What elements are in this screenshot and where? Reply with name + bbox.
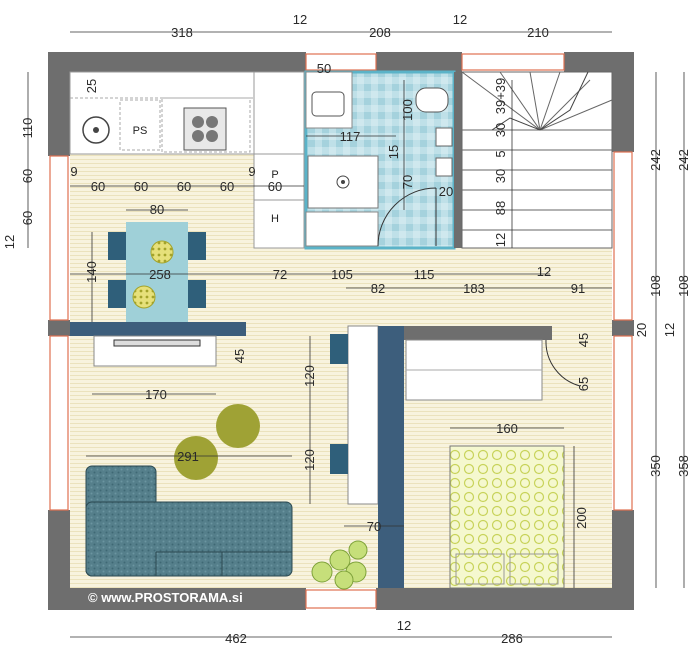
dim-cab-6: 9 — [248, 164, 255, 179]
dim-top-4: 12 — [453, 12, 467, 27]
dim-living-width: 170 — [145, 387, 167, 402]
dim-stairs-2: 5 — [493, 150, 508, 157]
dim-top-2: 12 — [293, 12, 307, 27]
dining-set — [108, 222, 206, 322]
dim-right-in-3: 20 — [634, 323, 649, 337]
dim-bottom-2: 12 — [397, 618, 411, 633]
dim-mid-5: 12 — [537, 264, 551, 279]
dim-desk-depth: 70 — [367, 519, 381, 534]
copyright: © www.PROSTORAMA.si — [88, 590, 243, 605]
dim-cab-2: 60 — [91, 179, 105, 194]
dim-bottom-3: 286 — [501, 631, 523, 646]
dim-desk-1: 120 — [302, 365, 317, 387]
bathroom — [304, 70, 462, 250]
staircase — [461, 71, 613, 249]
dim-mid-1: 258 — [149, 267, 171, 282]
dim-bath-door: 20 — [439, 184, 453, 199]
dim-mid-3: 105 — [331, 267, 353, 282]
dim-bed-length: 200 — [574, 507, 589, 529]
dim-right-in-4: 12 — [662, 323, 677, 337]
dim-bath-v3: 70 — [400, 175, 415, 189]
toilet-icon — [415, 87, 449, 113]
dim-kitchen-top: 25 — [84, 79, 99, 93]
dim-bath-v2: 15 — [386, 145, 401, 159]
tv-icon — [113, 339, 201, 347]
dim-right-out-3: 358 — [676, 455, 691, 477]
dim-bath-v1: 100 — [400, 99, 415, 121]
dim-cab-4: 60 — [177, 179, 191, 194]
dim-top-3: 208 — [369, 25, 391, 40]
dim-desk-2: 120 — [302, 449, 317, 471]
dim-wardrobe-1: 45 — [576, 333, 591, 347]
dim-mid-b2: 183 — [463, 281, 485, 296]
tv-wall — [70, 322, 246, 336]
outer-walls — [48, 52, 634, 610]
label-p: P — [271, 169, 278, 181]
dim-cab-3: 60 — [134, 179, 148, 194]
dim-left-2: 60 — [20, 169, 35, 183]
dim-right-out-2: 108 — [676, 275, 691, 297]
dim-top-5: 210 — [527, 25, 549, 40]
rug-2 — [174, 436, 218, 480]
dim-left-4: 12 — [2, 235, 17, 249]
sofa — [85, 465, 293, 577]
dim-mid-b1: 82 — [371, 281, 385, 296]
dim-table-height: 140 — [84, 261, 99, 283]
dim-wardrobe-2: 65 — [576, 377, 591, 391]
dim-bed-width: 160 — [496, 421, 518, 436]
stove-icon — [183, 107, 227, 151]
dim-stairs-1: 30 — [493, 123, 508, 137]
dim-table-width: 80 — [150, 202, 164, 217]
dim-right-out-1: 242 — [676, 149, 691, 171]
dim-right-in-2: 108 — [648, 275, 663, 297]
dim-cab-5: 60 — [220, 179, 234, 194]
dim-mid-4: 115 — [414, 267, 435, 282]
dim-right-in-5: 350 — [648, 455, 663, 477]
dim-bath-width: 117 — [340, 129, 361, 144]
windows — [49, 53, 633, 609]
dim-bottom-1: 462 — [225, 631, 247, 646]
dim-sofa-width: 291 — [177, 449, 199, 464]
dim-stairs-top: 39+39 — [493, 78, 508, 115]
dimension-labels: 318 12 208 12 210 462 12 286 110 60 60 1… — [2, 12, 691, 646]
wardrobe — [404, 326, 581, 401]
dimension-lines — [27, 31, 685, 638]
dim-left-3: 60 — [20, 211, 35, 225]
label-ps: PS — [133, 125, 148, 137]
rug-1 — [216, 404, 260, 448]
kitchen-counter — [69, 71, 305, 249]
dim-bath-top: 50 — [317, 61, 331, 76]
bed — [449, 445, 565, 589]
plant-icon — [311, 540, 368, 590]
label-h: H — [271, 213, 279, 225]
dim-right-in-1: 242 — [648, 149, 663, 171]
dim-cab-7: 60 — [268, 179, 282, 194]
dim-stairs-3: 30 — [493, 169, 508, 183]
dim-cab-1: 9 — [70, 164, 77, 179]
dim-left-1: 110 — [20, 118, 35, 139]
dim-mid-2: 72 — [273, 267, 287, 282]
desk-area — [330, 325, 404, 588]
dim-mid-b3: 91 — [571, 281, 585, 296]
dim-stairs-4: 88 — [493, 201, 508, 215]
dim-top-1: 318 — [171, 25, 193, 40]
dim-stairs-5: 12 — [493, 233, 508, 247]
dim-tv-depth: 45 — [232, 349, 247, 363]
